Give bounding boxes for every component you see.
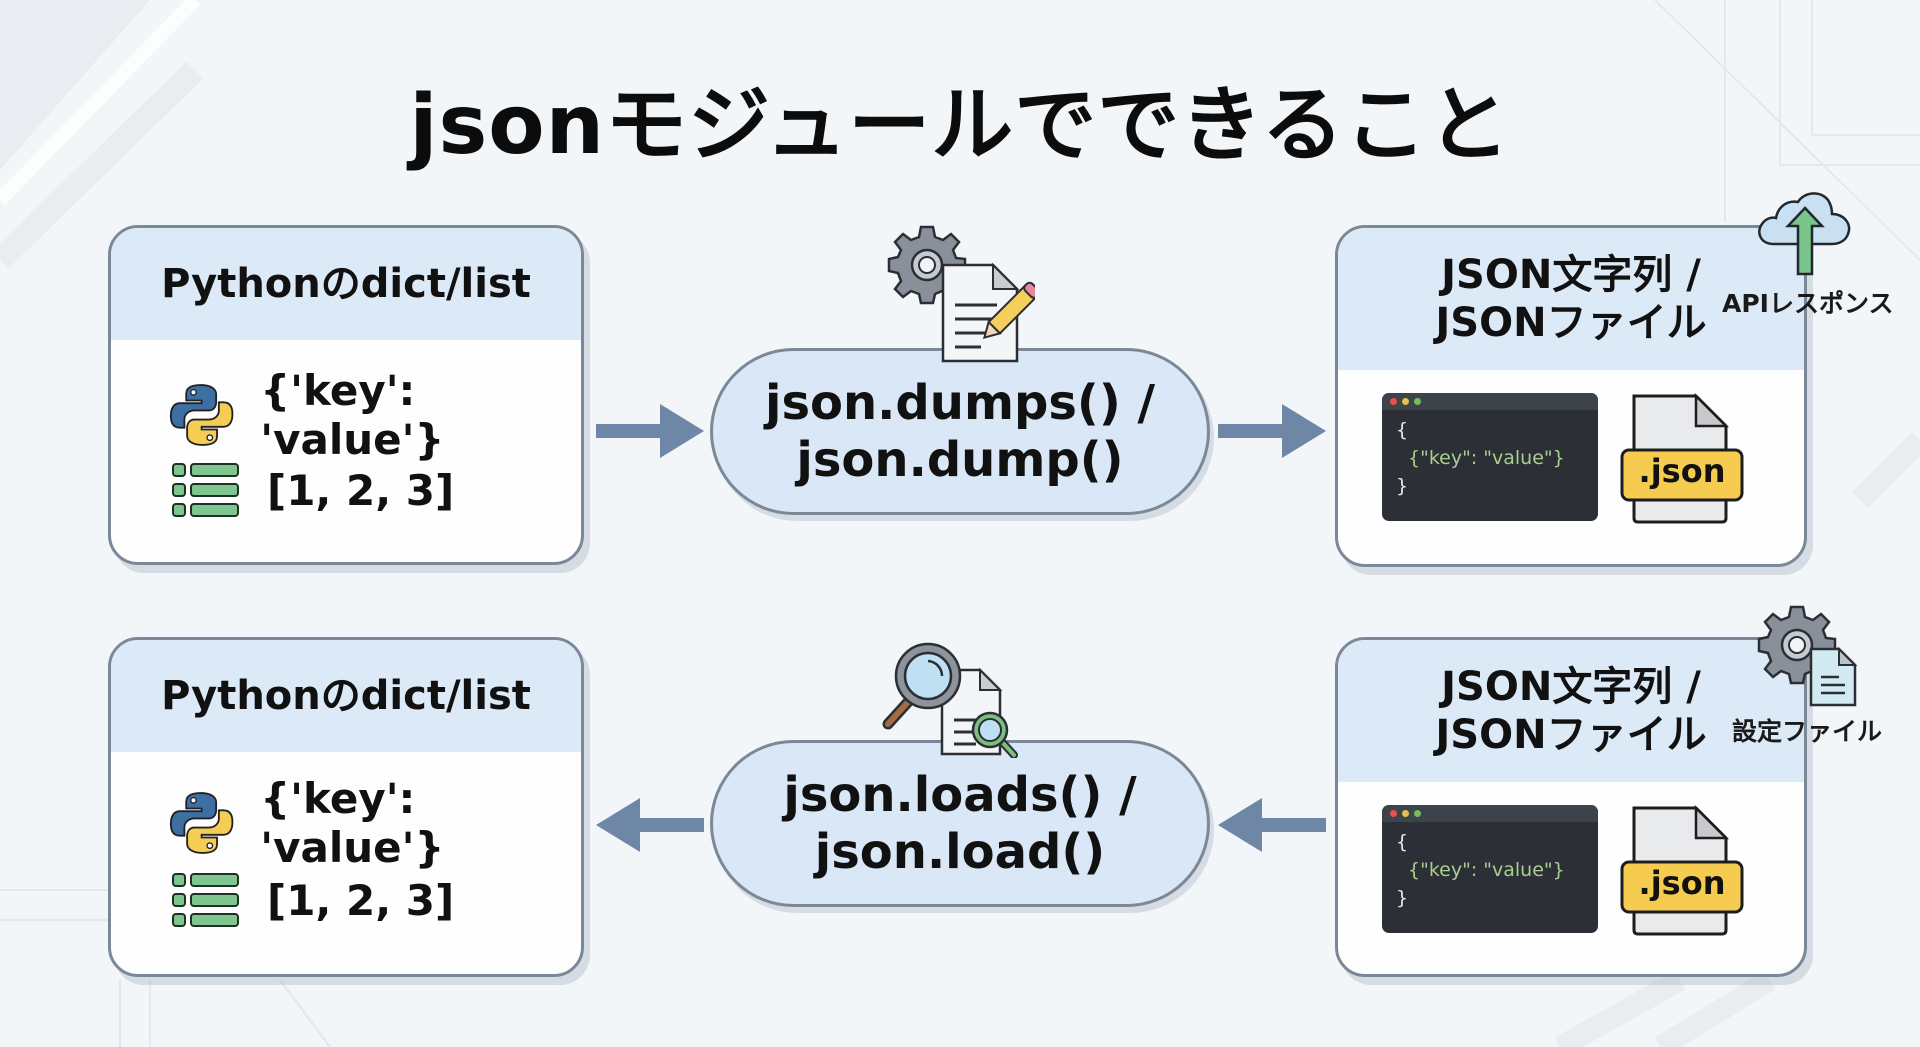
code-line: {"key": "value"} <box>1408 447 1565 469</box>
arrow-left-icon <box>1218 798 1326 852</box>
code-line: { <box>1396 419 1409 441</box>
window-controls <box>1382 805 1598 822</box>
dict-example: {'key': 'value'} <box>260 366 445 464</box>
minimize-dot-icon <box>1402 398 1409 405</box>
json-string-file-card-top: JSON文字列 / JSONファイル { {"key": "value"} } … <box>1335 225 1807 567</box>
header-line-2: JSONファイル <box>1435 300 1707 346</box>
arrow-right-icon <box>1218 404 1326 458</box>
arrow-right-icon <box>596 404 704 458</box>
gear-document-pencil-icon <box>887 225 1035 363</box>
python-dict-list-card-top: Pythonのdict/list {'key': 'value'} [1, 2,… <box>108 225 584 565</box>
code-window: { {"key": "value"} } <box>1382 805 1598 933</box>
header-line-1: JSON文字列 / <box>1441 252 1701 298</box>
code-content: { {"key": "value"} } <box>1382 822 1598 912</box>
header-line-1: JSON文字列 / <box>1441 664 1701 710</box>
dict-example: {'key': 'value'} <box>260 774 445 872</box>
list-icon <box>172 873 239 927</box>
code-line: { <box>1396 831 1409 853</box>
python-logo-icon <box>169 384 234 446</box>
settings-file-label: 設定ファイル <box>1732 717 1883 746</box>
python-dict-list-card-bottom: Pythonのdict/list {'key': 'value'} [1, 2,… <box>108 637 584 977</box>
python-logo-icon <box>169 792 234 854</box>
minimize-dot-icon <box>1402 810 1409 817</box>
loads-label: json.loads() / <box>783 766 1137 823</box>
list-example: [1, 2, 3] <box>267 465 455 515</box>
dumps-label: json.dumps() / <box>765 374 1155 431</box>
maximize-dot-icon <box>1414 810 1421 817</box>
close-dot-icon <box>1390 810 1397 817</box>
api-response-label: APIレスポンス <box>1722 289 1894 318</box>
json-string-file-card-bottom: JSON文字列 / JSONファイル { {"key": "value"} } … <box>1335 637 1807 977</box>
close-dot-icon <box>1390 398 1397 405</box>
list-icon <box>172 463 239 517</box>
json-file-icon: .json <box>1620 392 1746 526</box>
load-label: json.load() <box>814 823 1106 880</box>
list-example: [1, 2, 3] <box>267 875 455 925</box>
list-row: [1, 2, 3] <box>171 462 454 518</box>
card-header: Pythonのdict/list <box>111 640 581 752</box>
page-title: jsonモジュールでできること <box>409 78 1511 173</box>
card-header: JSON文字列 / JSONファイル <box>1338 228 1804 370</box>
load-operation-pill: json.loads() / json.load() <box>710 740 1210 907</box>
list-row: [1, 2, 3] <box>171 872 454 928</box>
magnifier-document-icon <box>882 642 1018 758</box>
dump-operation-pill: json.dumps() / json.dump() <box>710 348 1210 515</box>
settings-file-icon <box>1757 605 1858 707</box>
card-header: JSON文字列 / JSONファイル <box>1338 640 1804 782</box>
code-line: } <box>1396 887 1409 909</box>
dict-row: {'key': 'value'} <box>169 366 581 464</box>
json-file-icon: .json <box>1620 804 1746 938</box>
json-extension-label: .json <box>1638 452 1726 490</box>
arrow-left-icon <box>596 798 704 852</box>
cloud-upload-icon <box>1758 192 1851 276</box>
dict-row: {'key': 'value'} <box>169 774 581 872</box>
maximize-dot-icon <box>1414 398 1421 405</box>
card-header: Pythonのdict/list <box>111 228 581 340</box>
code-line: } <box>1396 475 1409 497</box>
code-content: { {"key": "value"} } <box>1382 410 1598 500</box>
header-line-2: JSONファイル <box>1435 712 1707 758</box>
code-line: {"key": "value"} <box>1408 859 1565 881</box>
code-window: { {"key": "value"} } <box>1382 393 1598 521</box>
window-controls <box>1382 393 1598 410</box>
json-extension-label: .json <box>1638 864 1726 902</box>
dump-label: json.dump() <box>796 431 1124 488</box>
